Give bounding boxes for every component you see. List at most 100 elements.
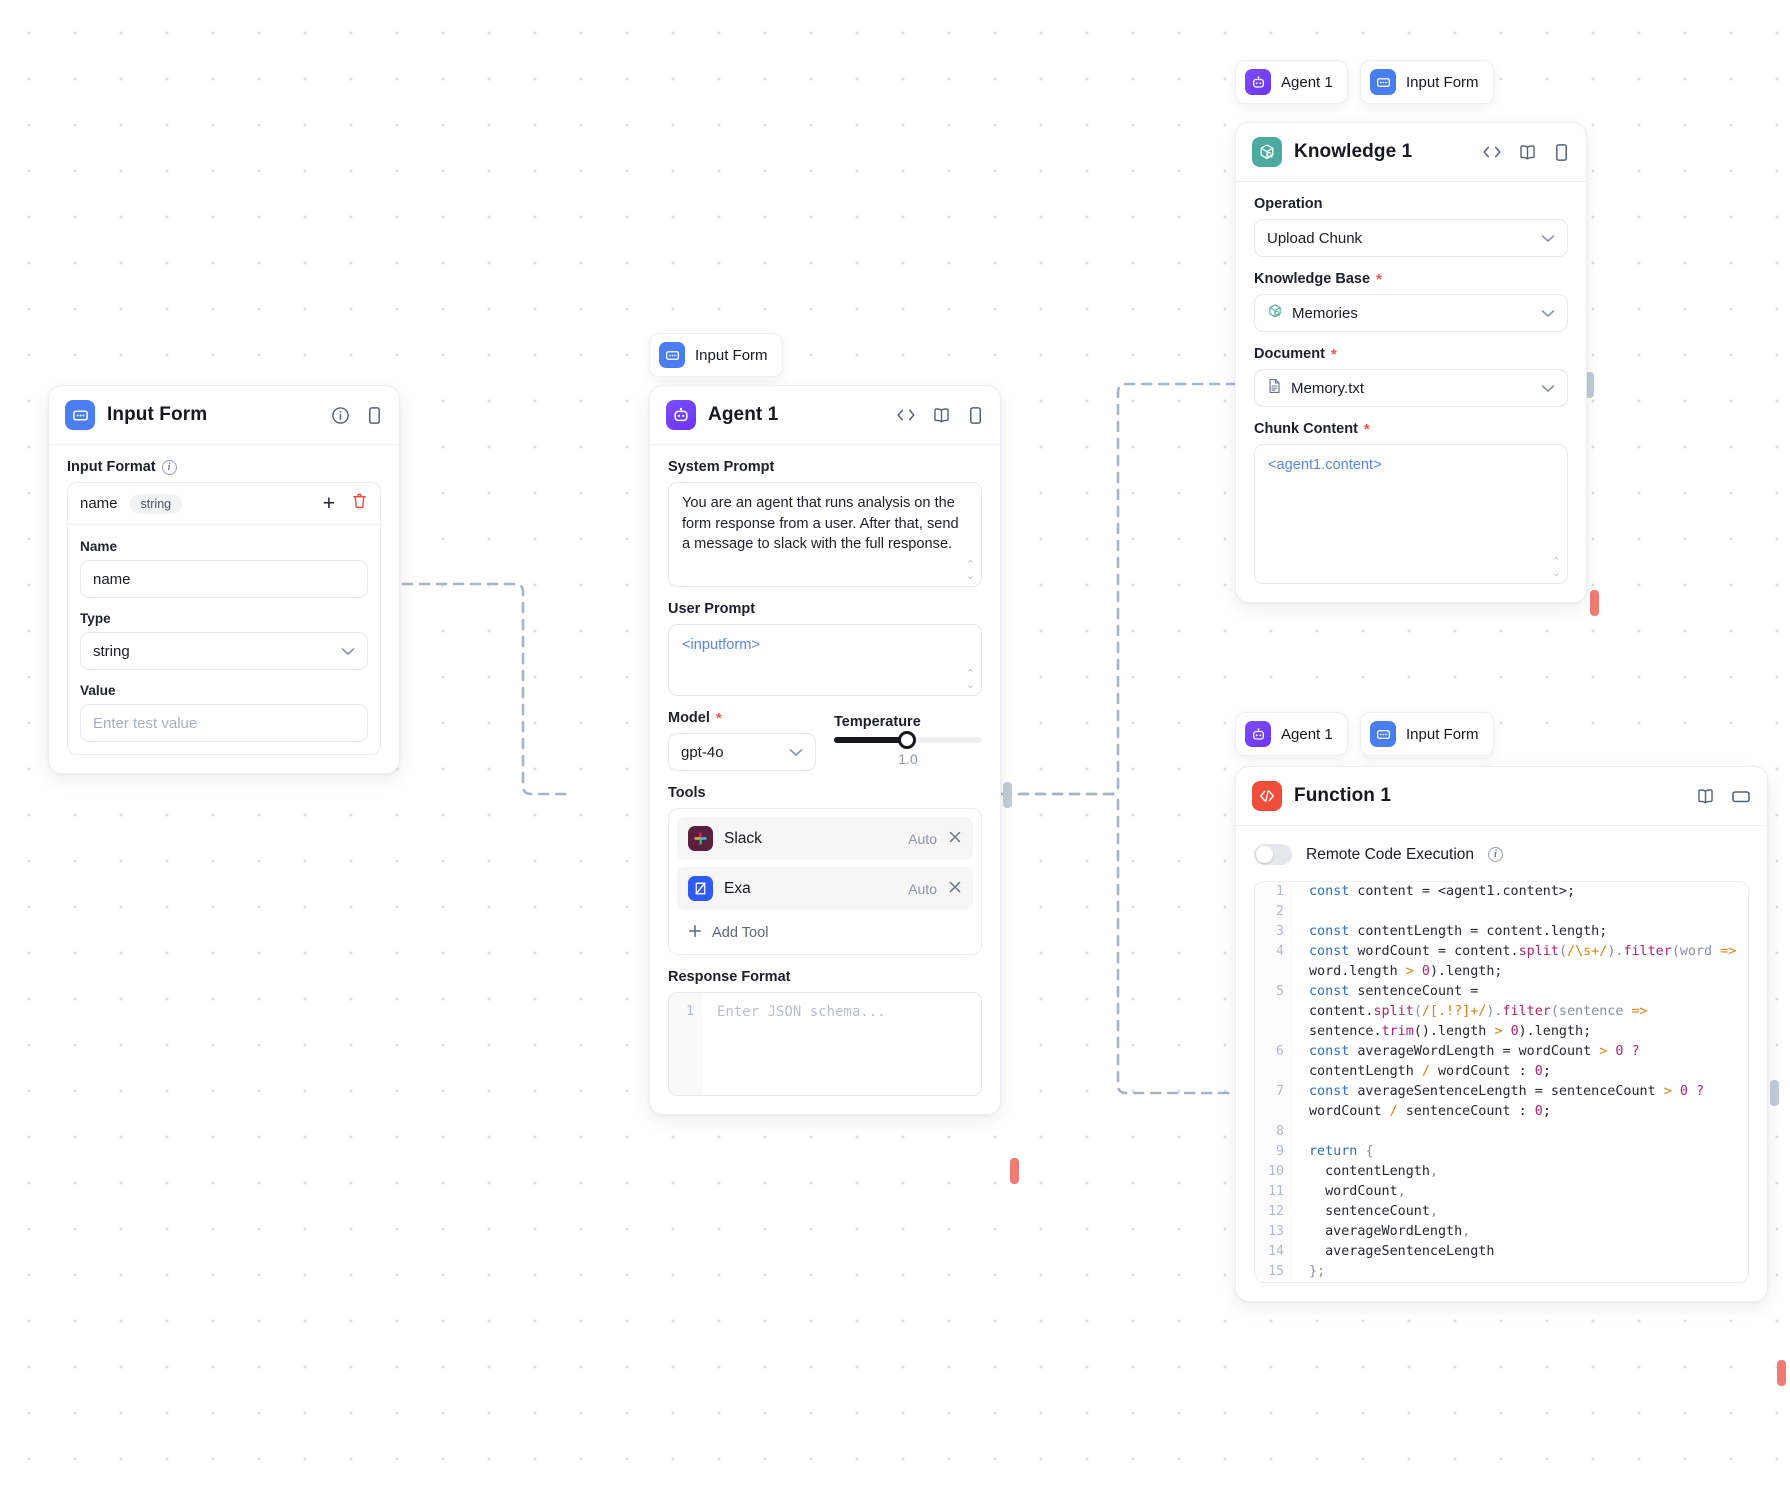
operation-select[interactable]: Upload Chunk bbox=[1254, 219, 1568, 257]
chunk-content-label: Chunk Content* bbox=[1254, 420, 1370, 438]
node-knowledge-1[interactable]: Knowledge 1 Operation Upload Chunk bbox=[1235, 122, 1587, 603]
chip-input-form[interactable]: Input Form bbox=[649, 333, 783, 377]
knowledge-header[interactable]: Knowledge 1 bbox=[1236, 123, 1586, 182]
code-text[interactable]: const sentenceCount = content.split(/[.!… bbox=[1309, 984, 1656, 1039]
info-icon[interactable]: i bbox=[1488, 847, 1504, 862]
tool-row[interactable]: Exa Auto bbox=[677, 867, 973, 910]
code-text[interactable]: const contentLength = content.length; bbox=[1309, 924, 1608, 939]
agent-title: Agent 1 bbox=[708, 404, 779, 425]
code-line: 11 wordCount, bbox=[1255, 1182, 1748, 1202]
book-icon[interactable] bbox=[1696, 788, 1715, 805]
node-agent-1[interactable]: Agent 1 System Prompt You are an agent t… bbox=[649, 385, 1001, 1115]
agent-icon bbox=[1245, 721, 1271, 747]
remote-code-execution-toggle[interactable] bbox=[1254, 844, 1292, 865]
code-icon[interactable] bbox=[896, 408, 916, 422]
name-input[interactable]: name bbox=[80, 560, 368, 598]
input-form-header[interactable]: Input Form bbox=[49, 386, 399, 445]
handle-function-out[interactable] bbox=[1777, 1360, 1786, 1386]
document-select[interactable]: Memory.txt bbox=[1254, 369, 1568, 407]
close-icon[interactable] bbox=[948, 880, 962, 898]
code-icon[interactable] bbox=[1482, 145, 1502, 159]
line-number: 1 bbox=[1255, 882, 1295, 902]
remote-code-execution-row[interactable]: Remote Code Execution i bbox=[1254, 840, 1749, 871]
close-icon[interactable] bbox=[948, 830, 962, 848]
value-input[interactable]: Enter test value bbox=[80, 704, 368, 742]
knowledge-title: Knowledge 1 bbox=[1294, 141, 1413, 162]
code-text[interactable]: contentLength, bbox=[1309, 1164, 1438, 1179]
resize-grip-icon[interactable]: ⌃⌄ bbox=[965, 668, 975, 691]
code-text[interactable] bbox=[1295, 1122, 1748, 1142]
code-text[interactable] bbox=[1295, 902, 1748, 922]
code-text[interactable]: averageWordLength, bbox=[1309, 1224, 1471, 1239]
line-number: 14 bbox=[1255, 1242, 1295, 1262]
code-text[interactable]: const wordCount = content.split(/\s+/).f… bbox=[1309, 944, 1745, 979]
document-icon bbox=[1267, 378, 1282, 398]
handle-knowledge-in[interactable] bbox=[1585, 372, 1594, 398]
panel-icon[interactable] bbox=[1553, 143, 1570, 162]
knowledge-base-select[interactable]: Memories bbox=[1254, 294, 1568, 332]
model-select[interactable]: gpt-4o bbox=[668, 733, 816, 771]
book-icon[interactable] bbox=[932, 407, 951, 424]
code-line: 1 const content = <agent1.content>; bbox=[1255, 882, 1748, 902]
code-text[interactable]: return { bbox=[1309, 1144, 1374, 1159]
agent-header[interactable]: Agent 1 bbox=[650, 386, 1000, 445]
chip-input-form[interactable]: Input Form bbox=[1360, 712, 1494, 756]
handle-agent-error-out[interactable] bbox=[1010, 1158, 1019, 1184]
input-form-icon bbox=[1370, 69, 1396, 95]
code-text[interactable]: const content = <agent1.content>; bbox=[1309, 884, 1576, 899]
line-number: 9 bbox=[1255, 1142, 1295, 1162]
format-item-header[interactable]: name string + bbox=[68, 483, 380, 525]
code-text[interactable]: }; bbox=[1309, 1264, 1326, 1279]
chip-label: Agent 1 bbox=[1281, 725, 1333, 743]
type-select[interactable]: string bbox=[80, 632, 368, 670]
code-text[interactable]: const averageSentenceLength = sentenceCo… bbox=[1309, 1084, 1713, 1119]
chip-agent-1[interactable]: Agent 1 bbox=[1235, 60, 1348, 104]
chip-input-form[interactable]: Input Form bbox=[1360, 60, 1494, 104]
chip-agent-1[interactable]: Agent 1 bbox=[1235, 712, 1348, 756]
value-field-label: Value bbox=[80, 683, 116, 698]
handle-function-in[interactable] bbox=[1770, 1080, 1779, 1106]
add-tool-button[interactable]: Add Tool bbox=[677, 917, 973, 946]
knowledge-base-label: Knowledge Base* bbox=[1254, 270, 1382, 288]
code-text[interactable]: wordCount, bbox=[1309, 1184, 1406, 1199]
slack-icon bbox=[688, 826, 713, 851]
node-function-1[interactable]: Function 1 Remote Code Execution i 1 cons… bbox=[1235, 766, 1768, 1302]
book-icon[interactable] bbox=[1518, 144, 1537, 161]
line-number: 1 bbox=[669, 993, 703, 1095]
line-number: 13 bbox=[1255, 1222, 1295, 1242]
add-field-button[interactable]: + bbox=[322, 492, 335, 515]
input-form-icon bbox=[65, 400, 95, 430]
response-format-editor[interactable]: 1 Enter JSON schema... bbox=[668, 992, 982, 1096]
code-text[interactable]: averageSentenceLength bbox=[1309, 1244, 1495, 1259]
tool-row[interactable]: Slack Auto bbox=[677, 817, 973, 860]
temperature-slider[interactable] bbox=[834, 731, 982, 749]
resize-grip-icon[interactable]: ⌃⌄ bbox=[1551, 556, 1561, 579]
temperature-knob[interactable] bbox=[897, 731, 916, 749]
function-header[interactable]: Function 1 bbox=[1236, 767, 1767, 826]
tool-mode[interactable]: Auto bbox=[908, 830, 937, 847]
system-prompt-label: System Prompt bbox=[668, 459, 775, 475]
resize-grip-icon[interactable]: ⌃⌄ bbox=[965, 559, 975, 582]
chunk-content-textarea[interactable]: <agent1.content> ⌃⌄ bbox=[1254, 444, 1568, 584]
trash-icon[interactable] bbox=[351, 492, 368, 515]
code-line: 14 averageSentenceLength bbox=[1255, 1242, 1748, 1262]
window-icon[interactable] bbox=[1731, 789, 1751, 804]
panel-icon[interactable] bbox=[366, 406, 383, 425]
panel-icon[interactable] bbox=[967, 406, 984, 425]
handle-agent-out[interactable] bbox=[1003, 782, 1012, 808]
code-text[interactable]: sentenceCount, bbox=[1309, 1204, 1438, 1219]
info-icon[interactable]: i bbox=[161, 459, 177, 475]
info-icon[interactable] bbox=[331, 406, 350, 425]
user-prompt-textarea[interactable]: <inputform> ⌃⌄ bbox=[668, 624, 982, 696]
handle-knowledge-out[interactable] bbox=[1590, 590, 1599, 616]
code-text[interactable]: const averageWordLength = wordCount > 0 … bbox=[1309, 1044, 1648, 1079]
system-prompt-textarea[interactable]: You are an agent that runs analysis on t… bbox=[668, 482, 982, 587]
page-title: Input Form bbox=[107, 404, 208, 425]
tool-mode[interactable]: Auto bbox=[908, 880, 937, 897]
line-number: 7 bbox=[1255, 1082, 1295, 1122]
node-input-form[interactable]: Input Form Input Format i name string bbox=[48, 385, 400, 774]
